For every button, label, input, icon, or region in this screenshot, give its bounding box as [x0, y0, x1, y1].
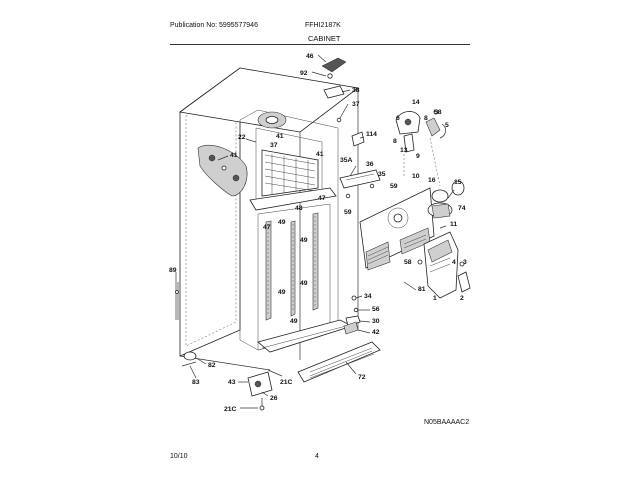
callout-1: 1 [433, 295, 437, 302]
callout-49e: 49 [290, 318, 298, 325]
callout-43: 43 [228, 379, 236, 386]
callout-30: 30 [372, 318, 380, 325]
callout-41b: 41 [316, 151, 324, 158]
callout-38: 38 [352, 87, 360, 94]
callout-58b: 58 [404, 259, 412, 266]
footer-page-number: 4 [315, 453, 319, 460]
callout-37a: 37 [352, 101, 360, 108]
hinge-screw-part [327, 73, 333, 79]
callout-35: 35 [378, 171, 386, 178]
callout-5: 5 [445, 122, 449, 129]
callout-35a: 35A [340, 157, 353, 164]
callout-59a: 59 [390, 183, 398, 190]
callout-42: 42 [372, 329, 380, 336]
callout-4: 4 [452, 259, 456, 266]
callout-11: 11 [450, 221, 457, 228]
callout-labels: 46 92 38 37 14 58 6 8 8 5 114 22 41 37 4… [169, 53, 467, 413]
callout-6: 6 [396, 115, 400, 122]
callout-114: 114 [366, 131, 377, 138]
callout-49a: 49 [278, 219, 286, 226]
callout-36: 36 [366, 161, 374, 168]
callout-49c: 49 [300, 280, 308, 287]
drawing-code: N05BAAAAC2 [424, 419, 470, 426]
callout-3: 3 [463, 259, 467, 266]
callout-83: 83 [192, 379, 200, 386]
callout-13: 13 [400, 147, 408, 154]
callout-41a: 41 [276, 133, 284, 140]
callout-26: 26 [270, 395, 278, 402]
fan-motor-parts [427, 180, 465, 219]
callout-48: 48 [295, 205, 303, 212]
callout-74: 74 [458, 205, 466, 212]
publication-number: Publication No: 5995577946 [170, 22, 258, 29]
roller-leveler-parts [181, 351, 273, 411]
callout-89: 89 [169, 267, 177, 274]
callout-15: 15 [454, 179, 462, 186]
callout-47a: 47 [263, 224, 271, 231]
vent-disc-part [257, 111, 287, 129]
callout-49d: 49 [278, 289, 286, 296]
control-housing-parts [351, 109, 446, 187]
callout-21c-b: 21C [224, 406, 237, 413]
callout-9: 9 [416, 153, 420, 160]
header-rule [170, 44, 470, 45]
callout-59b: 59 [344, 209, 352, 216]
hinge-cover-part [321, 57, 347, 73]
drain-tube-part [175, 282, 179, 320]
callout-47b: 47 [318, 195, 326, 202]
callout-49b: 49 [300, 237, 308, 244]
section-title: CABINET [308, 34, 341, 43]
cabinet-shell [178, 67, 359, 371]
callout-16: 16 [428, 177, 436, 184]
model-number: FFHI2187K [305, 22, 341, 29]
bottom-bracket-parts [343, 295, 361, 335]
fan-cover-panel-part [359, 187, 435, 271]
callout-81: 81 [418, 286, 426, 293]
callout-72: 72 [358, 374, 366, 381]
toe-grille-part [297, 341, 381, 383]
air-damper-parts [339, 165, 381, 199]
callout-56: 56 [372, 306, 380, 313]
callout-82: 82 [208, 362, 216, 369]
callout-8b: 8 [393, 138, 397, 145]
callout-10: 10 [412, 173, 420, 180]
callout-46: 46 [306, 53, 314, 60]
side-bracket-part [197, 144, 248, 197]
callout-14: 14 [412, 99, 420, 106]
evap-cover-part [417, 231, 471, 299]
callout-8a: 8 [424, 115, 428, 122]
callout-34: 34 [364, 293, 372, 300]
callout-41c: 41 [230, 152, 238, 159]
top-hinge-part [323, 85, 345, 99]
top-hinge-parts [321, 57, 349, 123]
callout-22: 22 [238, 134, 246, 141]
footer-date: 10/10 [170, 453, 188, 460]
callout-37b: 37 [270, 142, 278, 149]
callout-2: 2 [460, 295, 464, 302]
callout-92: 92 [300, 70, 308, 77]
callout-21c-a: 21C [280, 379, 293, 386]
callout-58a: 58 [434, 109, 442, 116]
